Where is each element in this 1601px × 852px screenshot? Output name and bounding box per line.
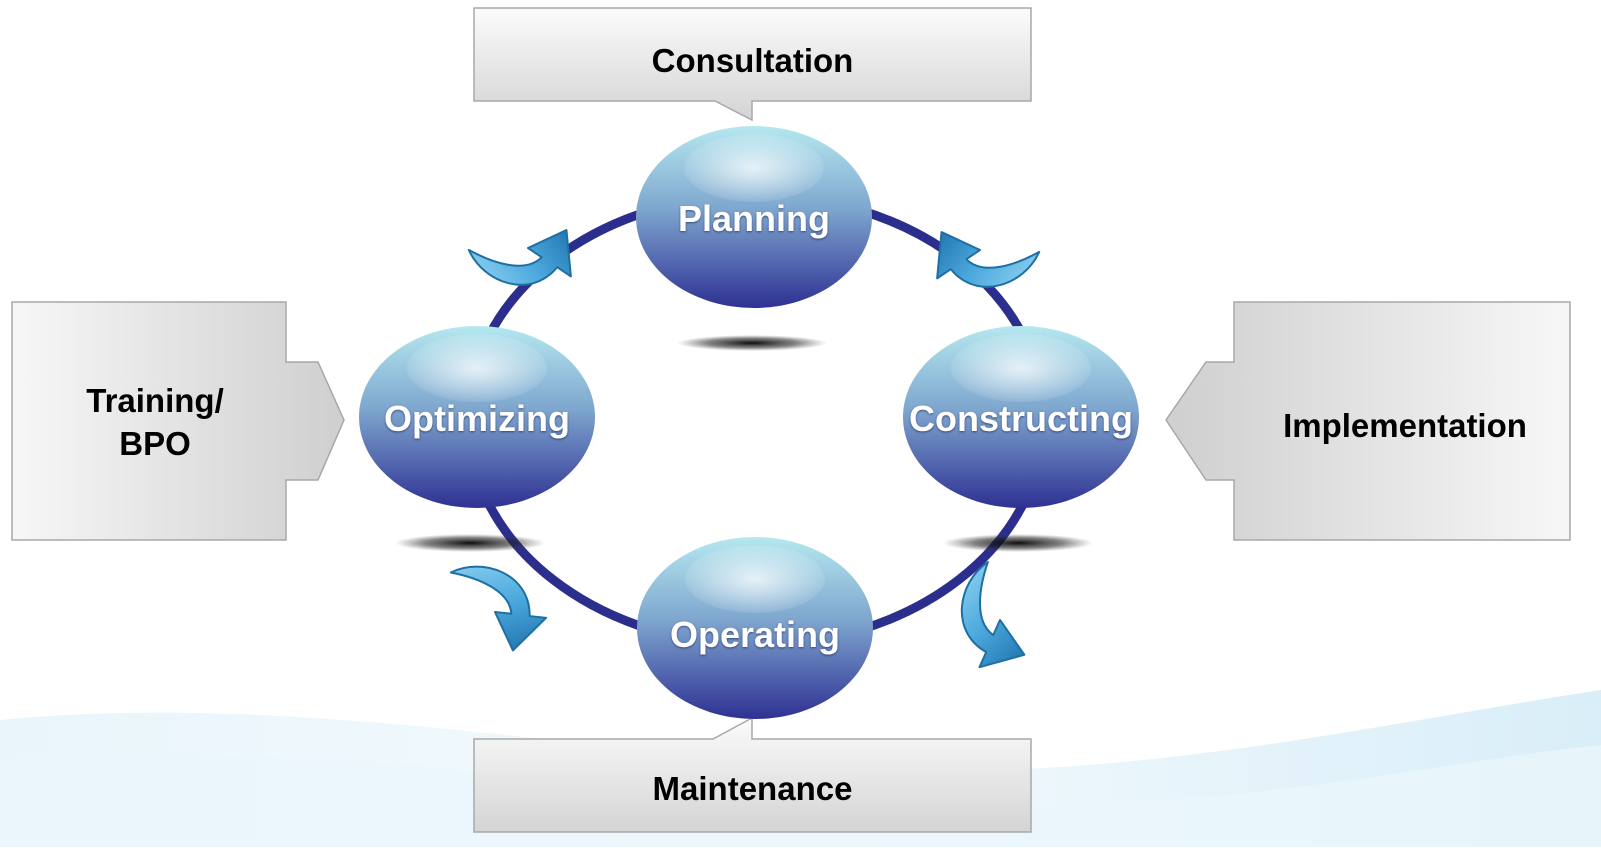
- optimizing-label: Optimizing: [384, 398, 570, 439]
- constructing-node: [903, 326, 1139, 508]
- operating-label: Operating: [669, 614, 840, 655]
- constructing-shadow: [943, 534, 1093, 552]
- optimizing-node: [359, 326, 595, 508]
- planning-label: Planning: [678, 198, 830, 239]
- maintenance-box: [473, 716, 1032, 833]
- training-bpo-box: [11, 301, 345, 541]
- consultation-label: Consultation: [651, 42, 854, 79]
- implementation-box: [1165, 301, 1571, 541]
- constructing-label: Constructing: [909, 398, 1133, 439]
- implementation-label: Implementation: [1283, 407, 1527, 444]
- training-label-line1: Training/: [86, 382, 224, 419]
- operating-node: [637, 537, 873, 719]
- training-label: Training/ BPO: [40, 380, 270, 466]
- consultation-box: [473, 7, 1032, 122]
- training-label-line2: BPO: [119, 424, 191, 462]
- maintenance-label: Maintenance: [652, 770, 853, 807]
- planning-shadow: [677, 335, 827, 351]
- arrow-top-right-icon: [921, 201, 1047, 306]
- planning-node: [636, 126, 872, 308]
- optimizing-shadow: [395, 534, 545, 552]
